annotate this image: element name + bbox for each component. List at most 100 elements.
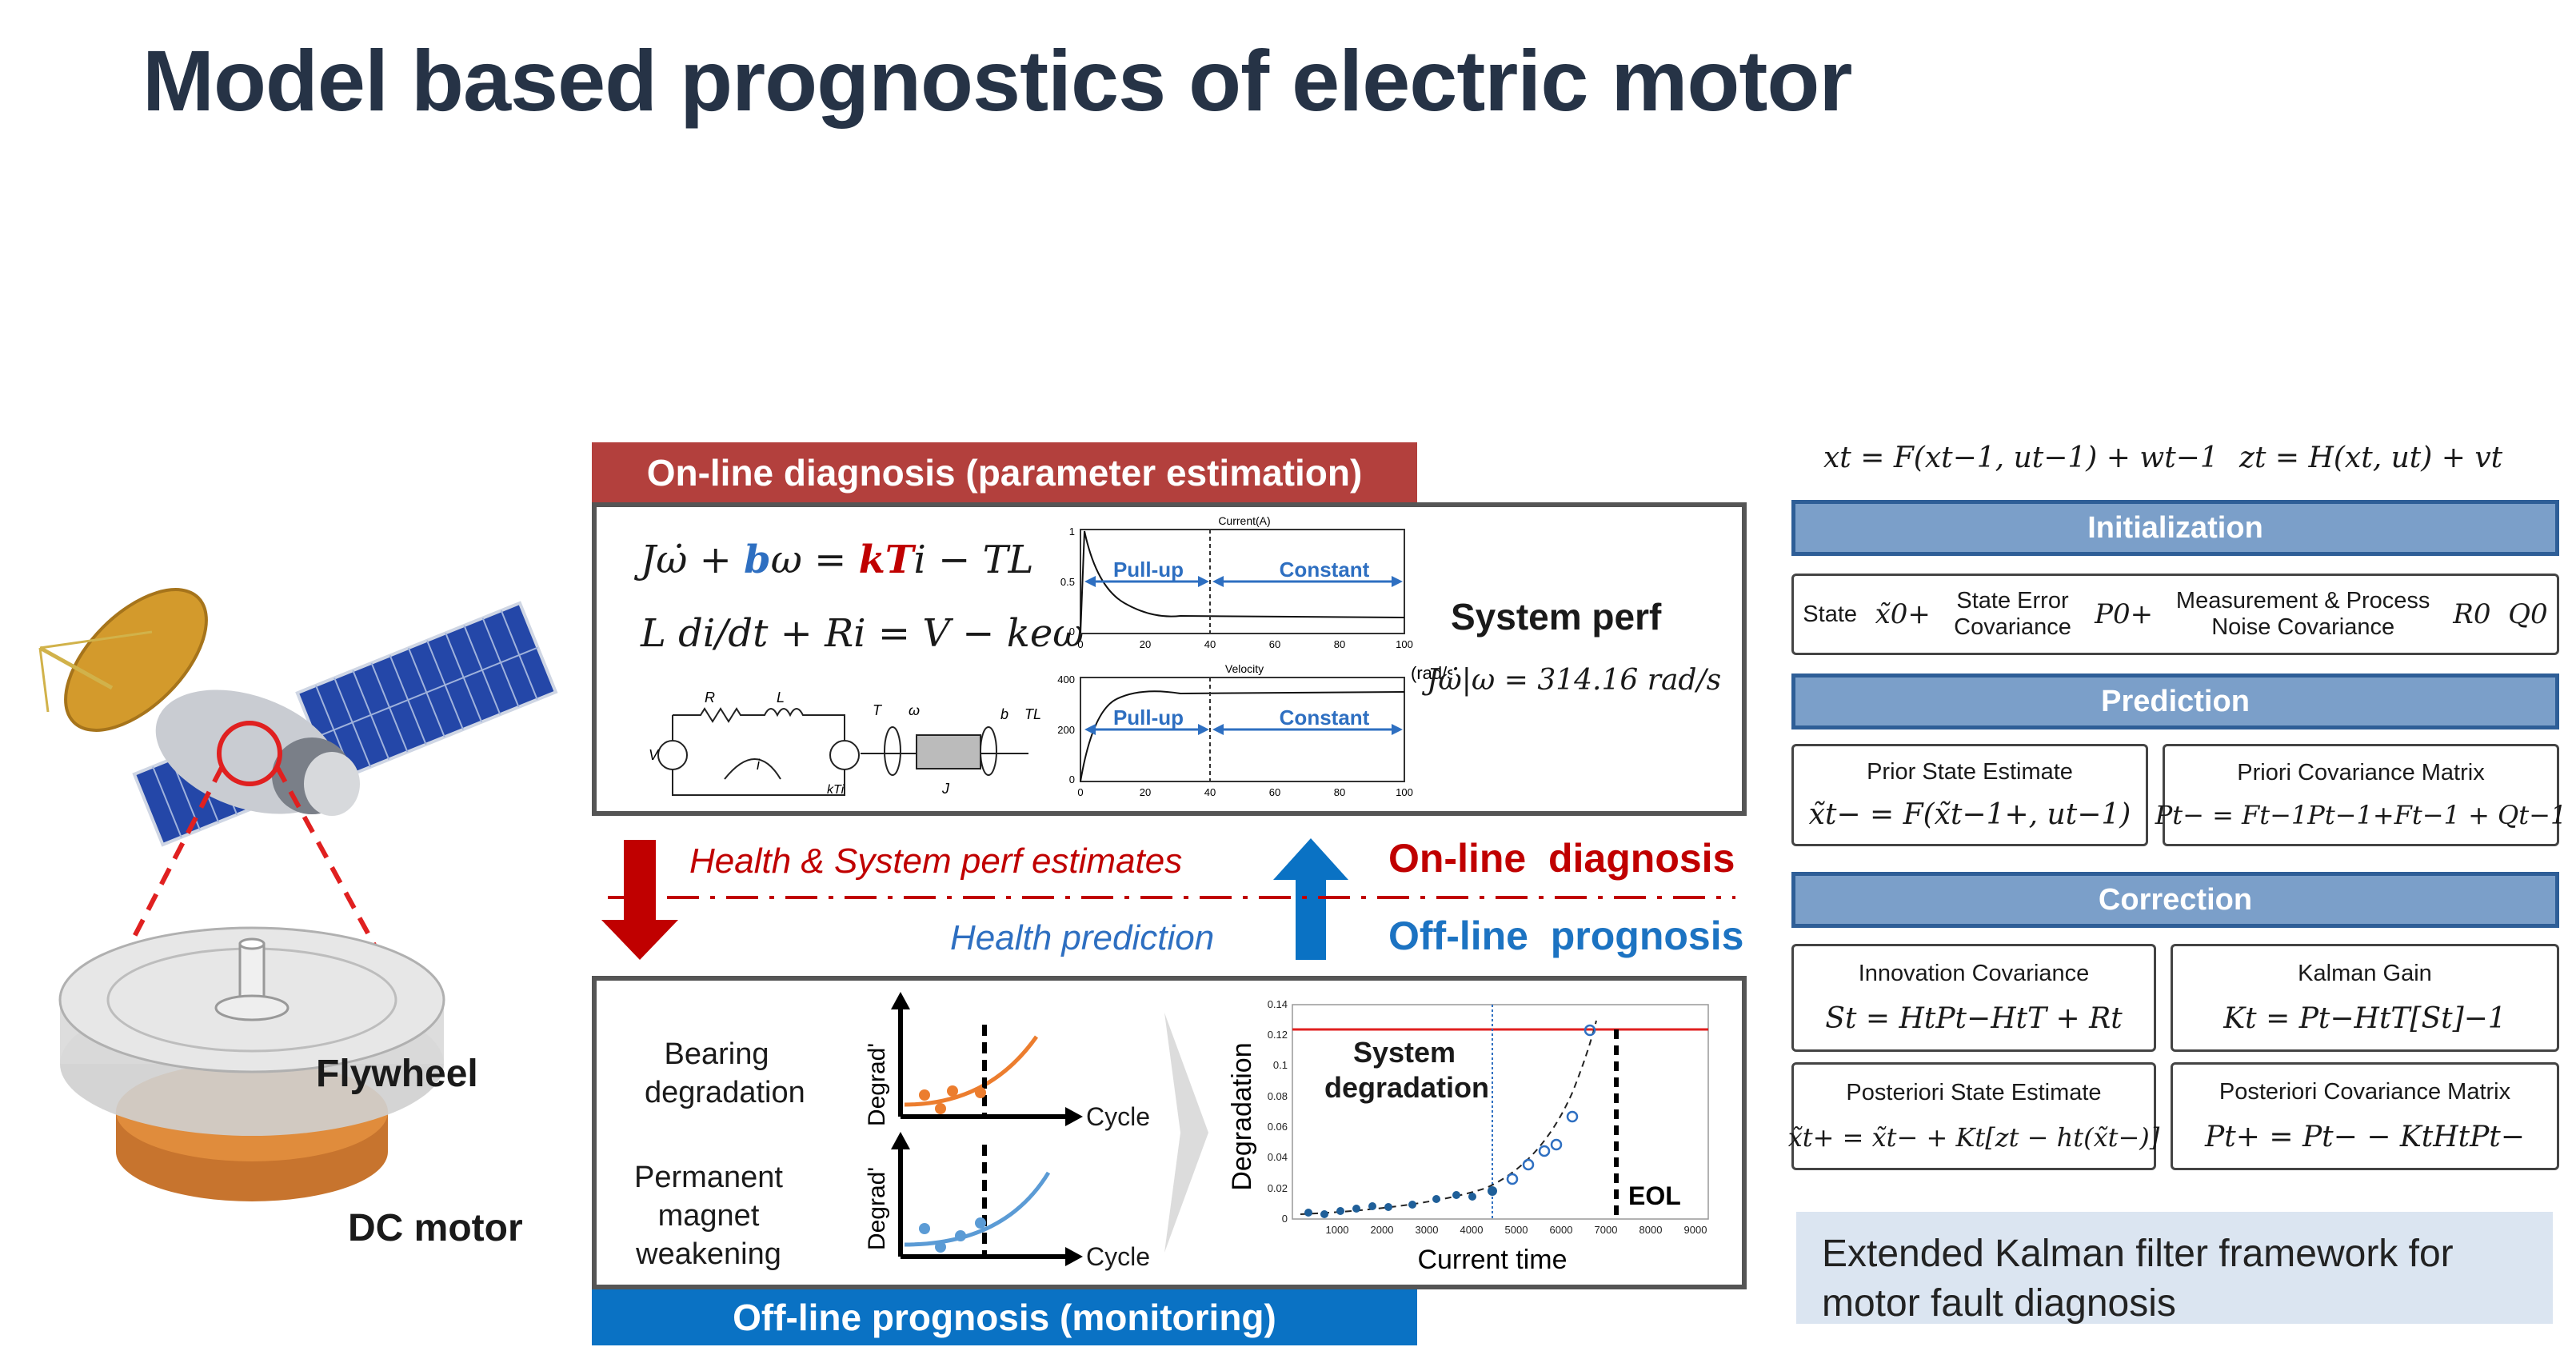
current-xtick: 40 <box>1204 638 1216 650</box>
prior-state-cell: Prior State Estimate x̃t− = F(x̃t−1+, ut… <box>1791 744 2148 846</box>
current-ytick-2: 0.5 <box>1060 576 1075 588</box>
velocity-xtick: 60 <box>1269 786 1280 798</box>
velocity-plot: Velocity (rad/s) 400 200 0 0 20 40 60 80… <box>1057 663 1452 798</box>
velocity-ytick-1: 400 <box>1057 674 1075 685</box>
circuit-label-i: i <box>757 757 761 773</box>
deg-xtick: 5000 <box>1505 1224 1528 1236</box>
deg-ytick: 0.04 <box>1268 1151 1288 1163</box>
online-diagnosis-box: Jω̇ + bω = kTi − TL L di/dt + Ri = V − k… <box>592 502 1747 816</box>
initialization-cell: State x̃0+ State Error Covariance P0+ Me… <box>1791 574 2559 655</box>
prior-state-equation: x̃t− = F(x̃t−1+, ut−1) <box>1808 798 2131 831</box>
bearing-mini-plot: Degrad' <box>864 992 1083 1126</box>
deg-xlabel: Current time <box>1417 1245 1567 1275</box>
system-perf-equation: Jω̇|ω = 314.16 rad/s <box>1427 664 1722 697</box>
circuit-label-V: V <box>649 747 660 763</box>
init-noise-label: Measurement & Process Noise Covariance <box>2175 588 2430 640</box>
magnet-axis-x: Cycle <box>1086 1242 1151 1271</box>
velocity-ytick-2: 200 <box>1057 724 1075 736</box>
circuit-label-J: J <box>941 781 950 797</box>
solar-panel-right <box>295 601 558 785</box>
offline-prognosis-banner: Off-line prognosis (monitoring) <box>592 1289 1417 1345</box>
current-plot: Current(A) 1 0.5 0 0 20 40 60 80 100 Pul… <box>1060 515 1413 650</box>
deg-xtick: 9000 <box>1684 1224 1707 1236</box>
velocity-ytick-3: 0 <box>1069 773 1075 785</box>
init-state-symbol: x̃0+ <box>1875 598 1931 630</box>
current-constant-label: Constant <box>1280 558 1370 582</box>
deg-ylabel: Degradation <box>1227 1042 1257 1190</box>
posteriori-state-label: Posteriori State Estimate <box>1846 1080 2102 1106</box>
kalman-gain-equation: Kt = Pt−HtT[St]−1 <box>2223 1001 2506 1035</box>
correction-header: Correction <box>1791 872 2559 928</box>
ekf-caption: Extended Kalman filter framework for mot… <box>1796 1212 2553 1325</box>
deg-eol-label: EOL <box>1628 1181 1681 1210</box>
deg-ytick: 0.14 <box>1268 998 1288 1010</box>
init-error-cov-symbol: P0+ <box>2095 598 2154 630</box>
current-curve <box>1080 530 1405 634</box>
posteriori-cov-label: Posteriori Covariance Matrix <box>2219 1079 2511 1105</box>
deg-xtick: 2000 <box>1371 1224 1394 1236</box>
offline-prognosis-box: Bearing degradation Permanent magnet wea… <box>592 976 1747 1289</box>
circuit-label-R: R <box>705 691 715 705</box>
current-xtick: 0 <box>1077 638 1083 650</box>
page-title: Model based prognostics of electric moto… <box>142 32 1852 129</box>
circuit-label-TL: TL <box>1024 706 1041 722</box>
posteriori-cov-equation: Pt+ = Pt− − KtHtPt− <box>2205 1120 2525 1153</box>
deg-ytick: 0.08 <box>1268 1090 1288 1102</box>
prior-state-label: Prior State Estimate <box>1867 759 2073 785</box>
posteriori-state-equation: x̃t+ = x̃t− + Kt[zt − ht(x̃t−)] <box>1787 1121 2160 1153</box>
circuit-label-omega: ω <box>909 702 920 718</box>
velocity-xtick: 100 <box>1396 786 1413 798</box>
kalman-gain-label: Kalman Gain <box>2298 961 2432 987</box>
prediction-header: Prediction <box>1791 674 2559 729</box>
init-noise-symbol: R0 Q0 <box>2453 598 2548 630</box>
prior-cov-label: Priori Covariance Matrix <box>2237 760 2485 785</box>
velocity-unit: (rad/s) <box>1411 663 1452 683</box>
health-prediction-label: Health prediction <box>950 918 1215 957</box>
magnet-mini-plot: Degrad' <box>864 1132 1083 1266</box>
posteriori-cov-cell: Posteriori Covariance Matrix Pt+ = Pt− −… <box>2171 1062 2559 1170</box>
antenna-dish <box>38 588 208 732</box>
posteriori-state-cell: Posteriori State Estimate x̃t+ = x̃t− + … <box>1788 1062 2159 1170</box>
current-xtick: 60 <box>1269 638 1280 650</box>
motor-circuit-diagram: R L V i kTi T ω b TL J <box>649 691 1041 797</box>
health-estimates-label: Health & System perf estimates <box>689 841 1183 881</box>
deg-ytick: 0.12 <box>1268 1029 1288 1041</box>
offline-prognosis-label: Off-line prognosis <box>1388 913 1744 958</box>
system-perf-label: System perf <box>1451 596 1662 638</box>
deg-ytick: 0.1 <box>1273 1059 1288 1071</box>
current-plot-title: Current(A) <box>1218 515 1270 527</box>
dc-motor-label: DC motor <box>348 1207 523 1249</box>
deg-ytick: 0.02 <box>1268 1182 1288 1194</box>
prior-cov-equation: Pt− = Ft−1Pt−1+Ft−1 + Qt−1 <box>2155 800 2567 830</box>
init-state-label: State <box>1803 601 1858 627</box>
deg-xtick: 7000 <box>1595 1224 1618 1236</box>
deg-xtick: 4000 <box>1460 1224 1484 1236</box>
velocity-plot-title: Velocity <box>1225 663 1264 675</box>
circuit-label-T: T <box>873 702 883 718</box>
circuit-label-kti: kTi <box>827 783 845 797</box>
current-pullup-label: Pull-up <box>1113 558 1184 582</box>
flywheel-motor-drawing <box>58 926 445 1201</box>
velocity-curve <box>1080 690 1405 782</box>
innovation-cell: Innovation Covariance St = HtPt−HtT + Rt <box>1791 944 2156 1052</box>
deg-xtick: 8000 <box>1639 1224 1663 1236</box>
init-error-cov-label: State Error Covariance <box>1954 588 2071 640</box>
flywheel-focus-circle <box>217 721 282 786</box>
innovation-equation: St = HtPt−HtT + Rt <box>1825 1001 2123 1035</box>
velocity-pullup-label: Pull-up <box>1113 705 1184 729</box>
chevron-right-icon <box>1164 1013 1208 1253</box>
bearing-axis-y: Degrad' <box>864 1043 890 1126</box>
bearing-degradation-label: Bearing degradation <box>645 1037 805 1109</box>
degradation-plot: 0.14 0.12 0.1 0.08 0.06 0.04 0.02 0 1000… <box>1227 998 1709 1275</box>
current-ytick-3: 0 <box>1069 626 1075 638</box>
circuit-label-L: L <box>777 691 785 705</box>
velocity-xtick: 20 <box>1140 786 1151 798</box>
up-arrow <box>1273 838 1348 960</box>
deg-ytick: 0.06 <box>1268 1121 1288 1133</box>
system-degradation-annotation: System degradation <box>1324 1036 1490 1104</box>
velocity-constant-label: Constant <box>1280 705 1370 729</box>
deg-xtick: 6000 <box>1550 1224 1573 1236</box>
current-xtick: 100 <box>1396 638 1413 650</box>
kalman-gain-cell: Kalman Gain Kt = Pt−HtT[St]−1 <box>2171 944 2559 1052</box>
measurement-model-equation: zt = H(xt, ut) + vt <box>2239 442 2503 474</box>
